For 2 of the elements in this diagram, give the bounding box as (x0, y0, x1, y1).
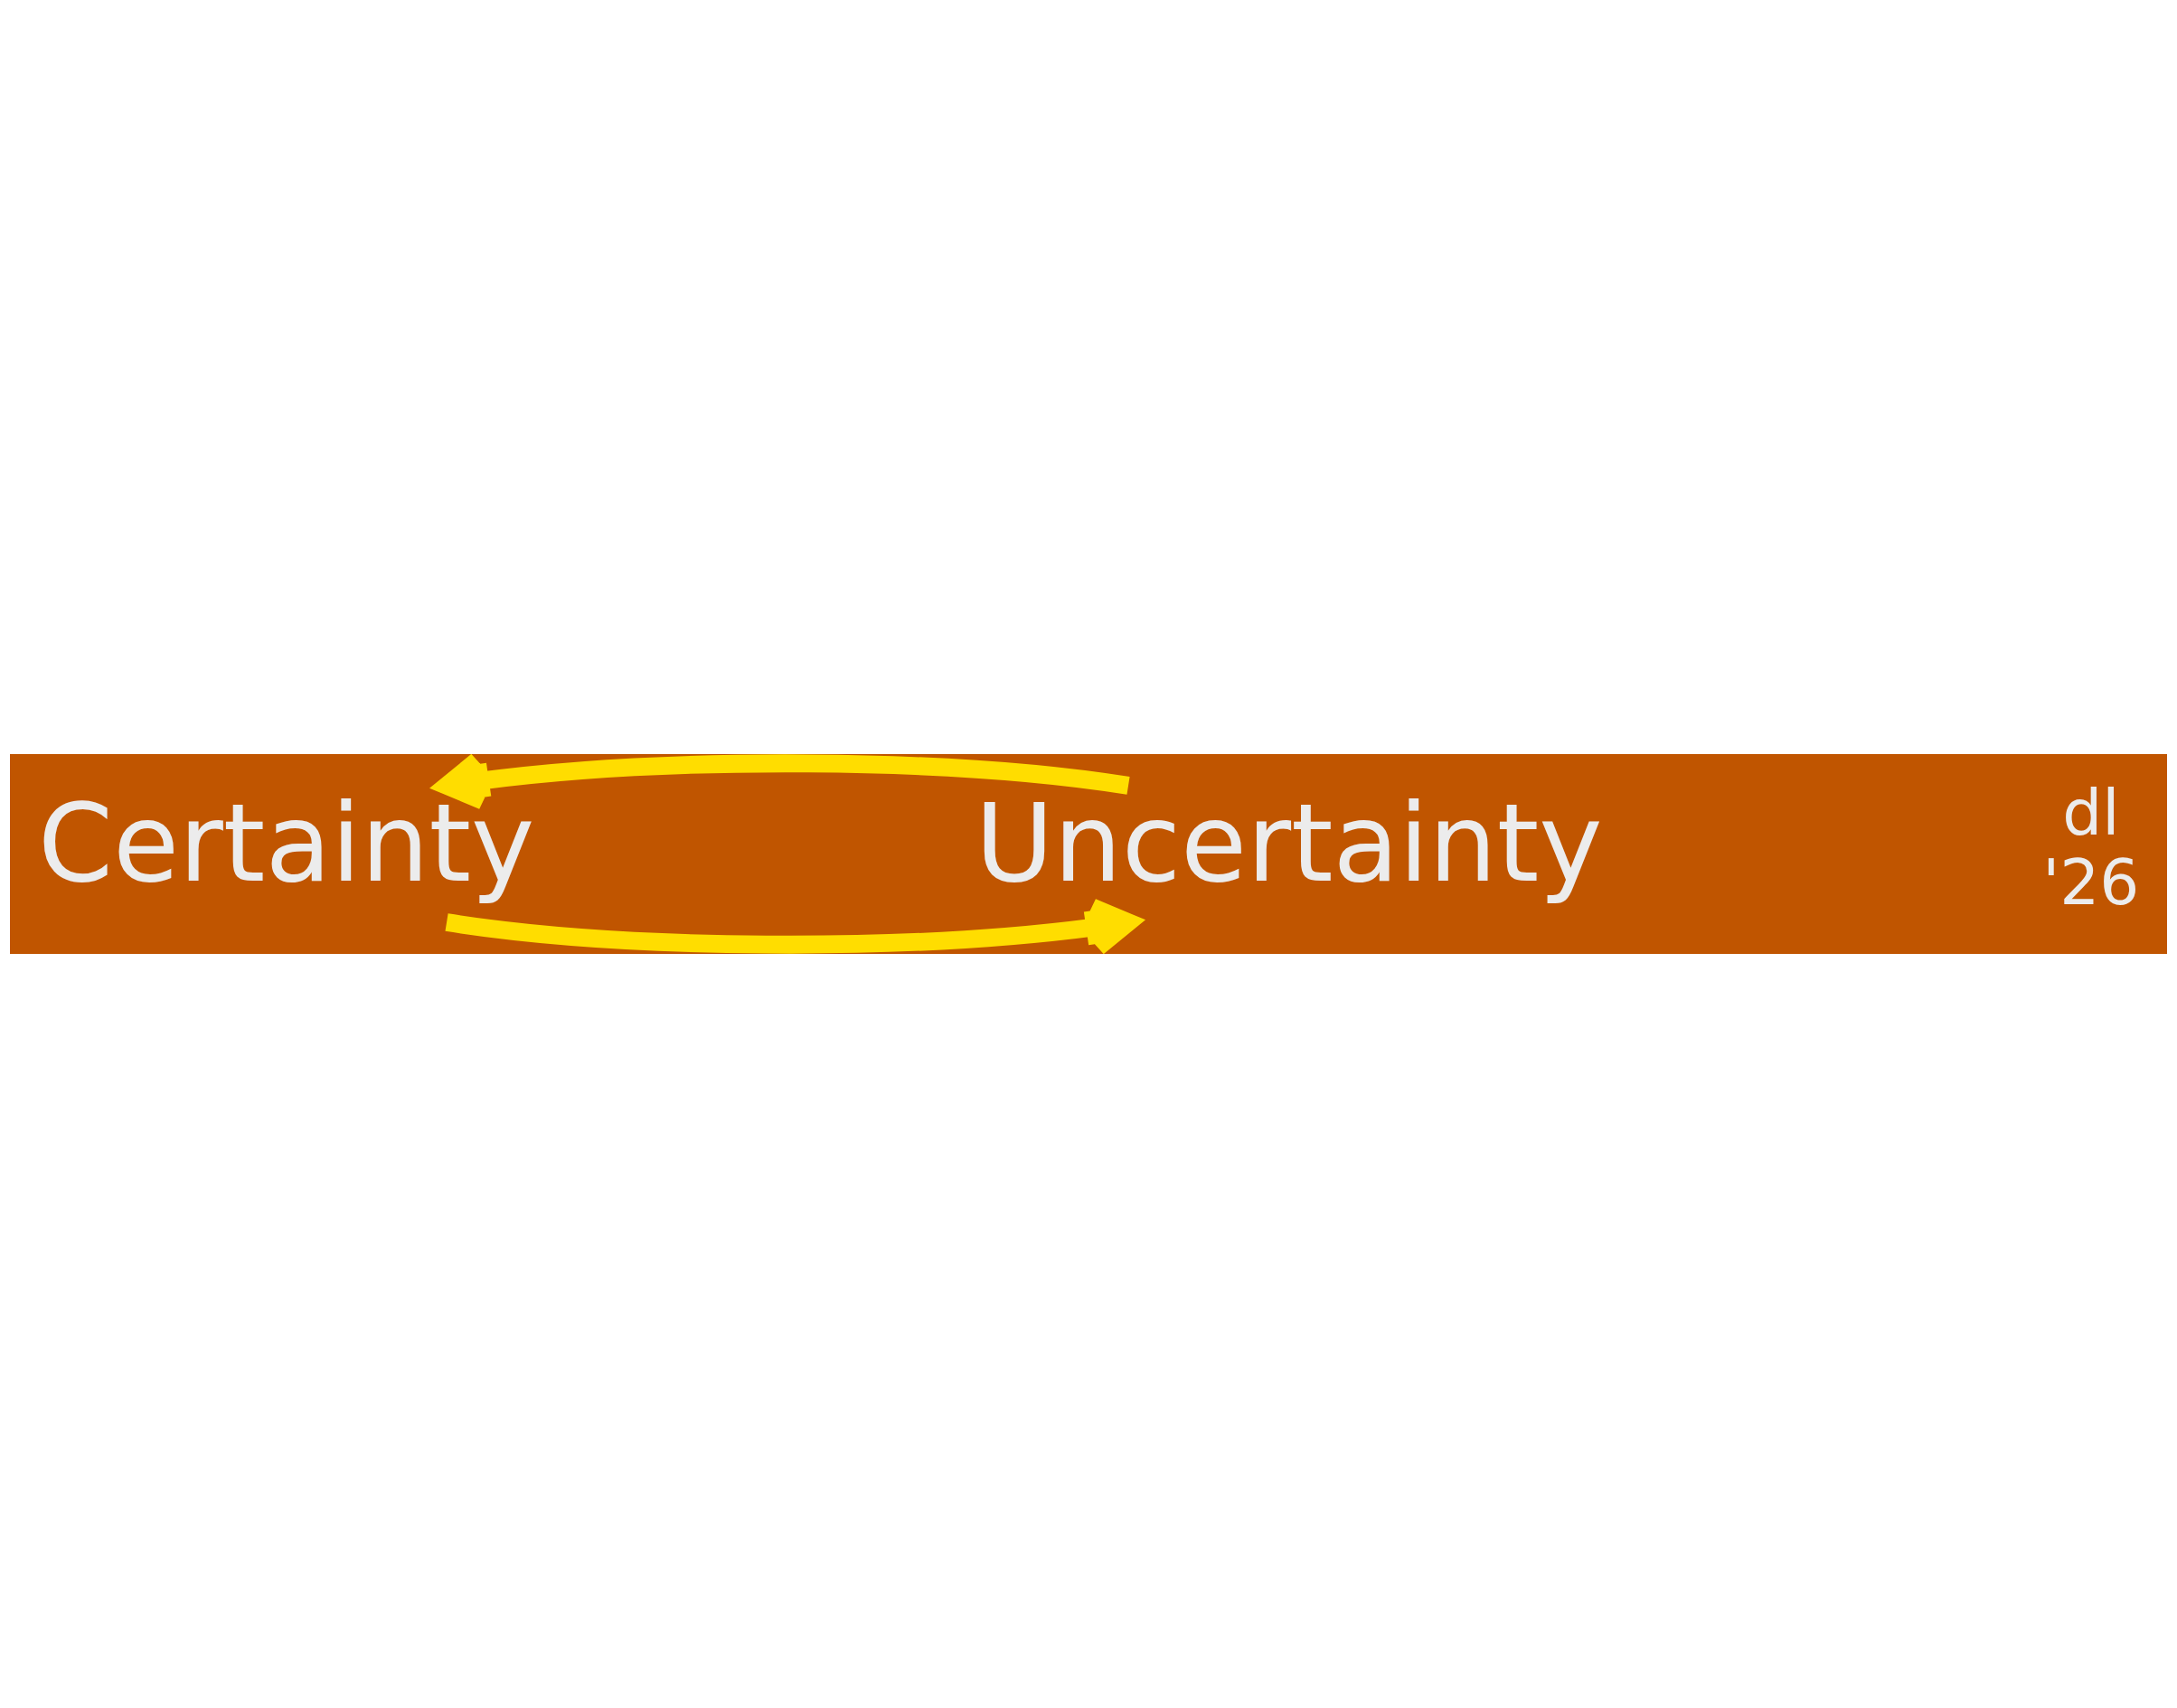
node-text: Certainty (37, 780, 535, 906)
node-text: Uncertainty (975, 780, 1603, 906)
